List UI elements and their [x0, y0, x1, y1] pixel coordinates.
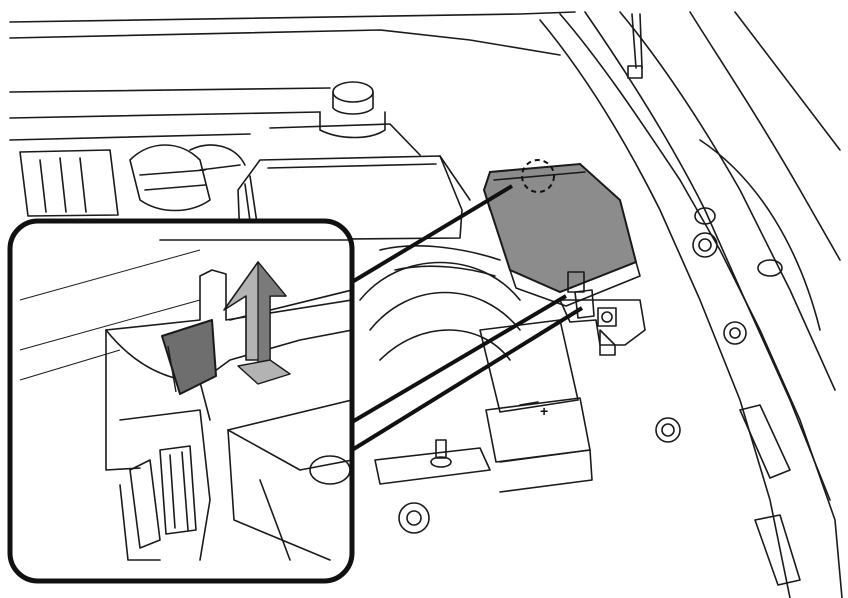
fuse-box-cover: [482, 162, 641, 307]
fuse-box-bracket: [559, 289, 646, 356]
dashed-circle-marker: [521, 159, 555, 193]
latch-tab: [161, 319, 217, 395]
engine-bay: [9, 11, 843, 598]
battery-tray: [374, 319, 593, 493]
fuse-box-cover-top: [482, 162, 638, 294]
bolt-right-1: [692, 207, 718, 258]
detail-inset: [7, 218, 355, 584]
bolt-right-3: [655, 417, 681, 443]
battery-positive-label: +: [540, 403, 548, 419]
callout-line: [350, 306, 584, 452]
callout-line: [350, 184, 514, 284]
callout-line: [350, 294, 568, 424]
bolt-lower-2: [430, 439, 452, 468]
intake-hose: [129, 144, 246, 212]
up-arrow-icon: [223, 261, 291, 385]
reservoir-cap: [319, 81, 386, 139]
air-box: [237, 123, 471, 241]
bolt-lower-1: [398, 502, 430, 534]
bolt-right-2: [723, 321, 747, 345]
detail-inset-frame: [7, 218, 355, 584]
